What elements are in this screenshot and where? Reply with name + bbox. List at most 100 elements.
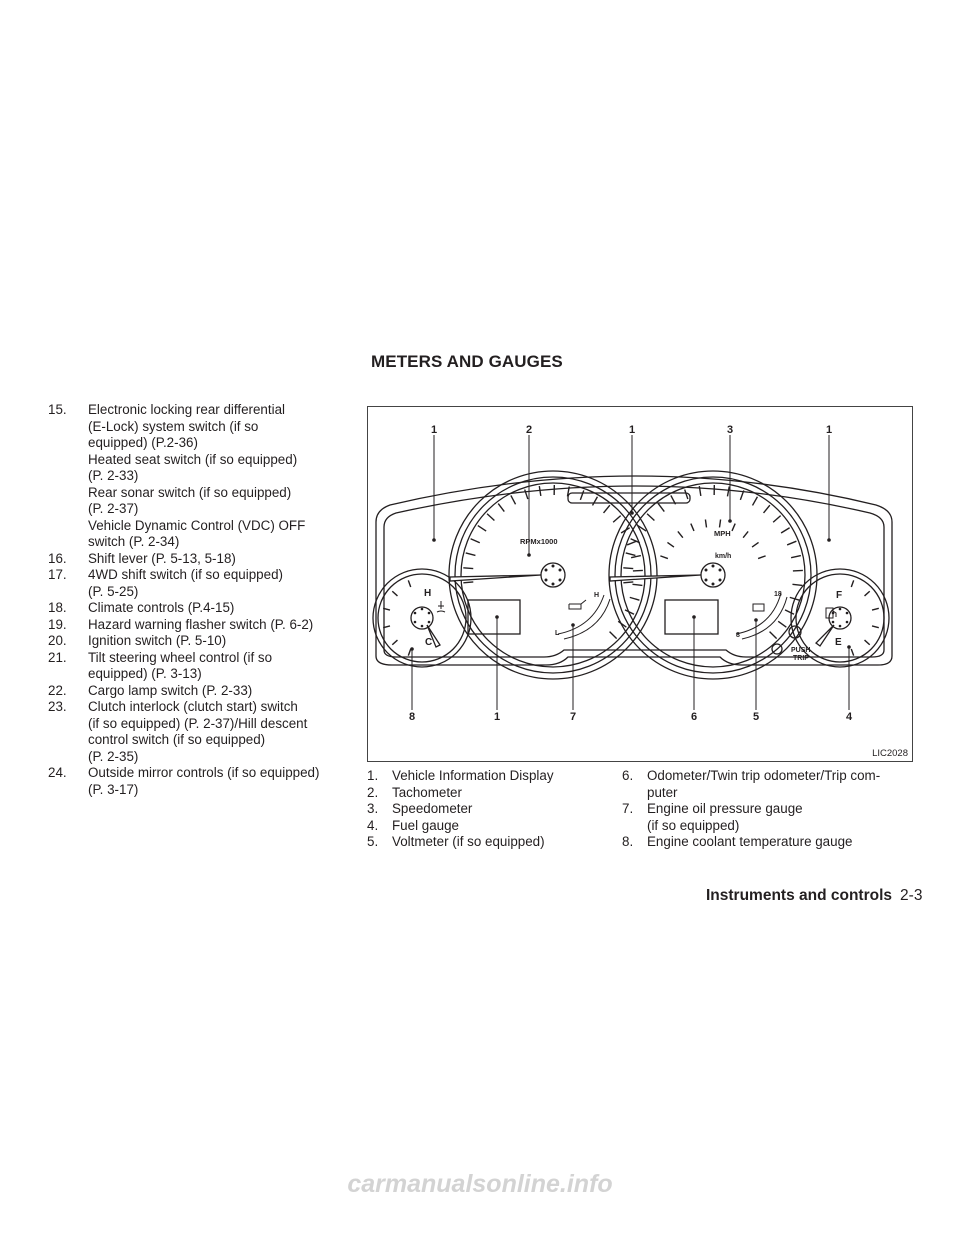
list-item-number: 7. — [622, 801, 634, 816]
fuel-tick — [871, 607, 879, 611]
speedo-tick — [790, 554, 802, 559]
oil-high-label: H — [594, 592, 599, 599]
kmh-tick — [718, 519, 722, 528]
tach-tick — [538, 485, 542, 497]
speedometer-ring — [608, 470, 818, 680]
tach-tick — [510, 495, 517, 505]
list-item-number: 15. — [48, 402, 67, 417]
list-item-text: Fuel gauge — [392, 817, 460, 833]
list-item-text: (P. 2-37) — [88, 501, 139, 516]
callout-top-4: 3 — [727, 424, 733, 436]
tach-needle — [449, 574, 542, 582]
speed-unit-mph: MPH — [714, 529, 731, 538]
kmh-tick — [690, 523, 695, 532]
speedo-tick — [646, 513, 655, 522]
speedo-tick — [780, 527, 790, 534]
list-item: 6.Odometer/Twin trip odometer/Trip com-p… — [622, 768, 922, 801]
battery-icon — [752, 603, 765, 612]
list-item-text: Shift lever (P. 5-13, 5-18) — [88, 550, 236, 566]
list-item-number: 4. — [367, 817, 379, 833]
controls-list: 15.Electronic locking rear differential(… — [48, 402, 338, 798]
callout-bottom-3: 7 — [570, 711, 576, 723]
list-item: 16.Shift lever (P. 5-13, 5-18) — [48, 551, 338, 568]
list-item-text: equipped) (P. 3-13) — [88, 666, 202, 681]
trip-button — [788, 625, 802, 639]
list-item: 17.4WD shift switch (if so equipped)(P. … — [48, 567, 338, 600]
fuel-tick — [850, 648, 855, 656]
list-item-text: Clutch interlock (clutch start) switch — [88, 699, 298, 714]
speedo-tick — [786, 540, 797, 546]
trip-button-label-2: TRIP — [793, 655, 809, 662]
speedo-tick — [739, 490, 745, 501]
cluster-housing-outer — [375, 475, 893, 666]
list-item: 5.Voltmeter (if so equipped) — [367, 834, 617, 851]
coolant-temperature-icon — [436, 601, 446, 613]
list-item-text: Tilt steering wheel control (if so — [88, 649, 273, 665]
list-item-number: 22. — [48, 682, 67, 698]
list-item-number: 3. — [367, 801, 379, 816]
list-item-number: 2. — [367, 784, 379, 800]
list-item-number: 5. — [367, 834, 379, 849]
list-item: 7. Engine oil pressure gauge(if so equipp… — [622, 801, 922, 834]
tach-tick — [626, 540, 637, 546]
speedo-tick — [792, 569, 803, 572]
kmh-tick — [704, 519, 708, 528]
fuel-tick — [850, 580, 855, 588]
tachometer-ring — [448, 470, 658, 680]
watermark-text: carmanualsonline.info — [347, 1170, 613, 1198]
speedo-tick — [670, 495, 677, 505]
list-item-text: (P. 2-33) — [88, 468, 139, 483]
speedo-tick — [623, 567, 634, 570]
tach-tick — [465, 552, 476, 557]
list-item-text: puter — [647, 784, 678, 800]
coolant-needle — [426, 624, 441, 648]
coolant-tick — [391, 639, 398, 646]
figure-code: LIC2028 — [872, 748, 908, 759]
list-item-text: (P. 2-35) — [88, 748, 139, 764]
tach-tick — [617, 620, 627, 628]
tach-tick — [630, 554, 642, 559]
tach-tick — [463, 567, 474, 570]
speedo-needle — [609, 574, 702, 582]
coolant-gauge-ring — [372, 568, 472, 668]
tach-tick — [632, 583, 643, 587]
callout-bottom-5: 5 — [753, 711, 759, 723]
list-item-number: 1. — [367, 768, 379, 783]
tach-tick — [477, 524, 487, 532]
tach-tick — [620, 527, 630, 534]
list-item-text: control switch (if so equipped) — [88, 732, 266, 747]
speedo-tick — [637, 524, 647, 532]
oil-can-icon — [568, 599, 587, 610]
tach-tick — [629, 596, 640, 601]
list-item: 4. Fuel gauge — [367, 818, 617, 835]
list-item-text: Hazard warning flasher switch (P. 6-2) — [88, 616, 314, 632]
list-item-number: 21. — [48, 649, 67, 665]
list-item: 2. Tachometer — [367, 785, 617, 802]
cluster-diagram: 1 2 1 3 1 8 1 7 6 5 4 RPMx1000 MPH km/h … — [372, 424, 893, 723]
list-item-text: Vehicle Dynamic Control (VDC) OFF — [88, 517, 306, 533]
list-item-text: switch (P. 2-34) — [88, 534, 180, 549]
footer-chapter-title: Instruments and controls — [706, 887, 893, 904]
list-item-text: (E-Lock) system switch (if so — [88, 418, 259, 434]
list-item-number: 17. — [48, 567, 67, 582]
list-item-text: Speedometer — [392, 801, 473, 816]
coolant-tick — [383, 607, 391, 611]
list-item-text: Engine coolant temperature gauge — [647, 834, 853, 849]
speedo-tick — [777, 620, 787, 628]
list-item-number: 6. — [622, 768, 634, 783]
cluster-housing-inner — [383, 485, 885, 658]
speedo-tick — [630, 538, 641, 544]
fuel-gauge-ring — [790, 568, 890, 668]
volt-gauge-arc — [735, 592, 782, 635]
list-item-text: Engine oil pressure gauge — [647, 801, 803, 816]
speedo-tick — [625, 552, 636, 557]
list-item-text: Vehicle Information Display — [392, 768, 554, 783]
coolant-hot-label: H — [424, 588, 431, 599]
speedo-tick — [762, 504, 771, 514]
tach-tick — [609, 631, 618, 640]
list-item-text: (if so equipped) — [647, 817, 740, 833]
list-item-text: Tachometer — [392, 784, 462, 800]
legend-right: 6.Odometer/Twin trip odometer/Trip com-p… — [622, 768, 922, 851]
